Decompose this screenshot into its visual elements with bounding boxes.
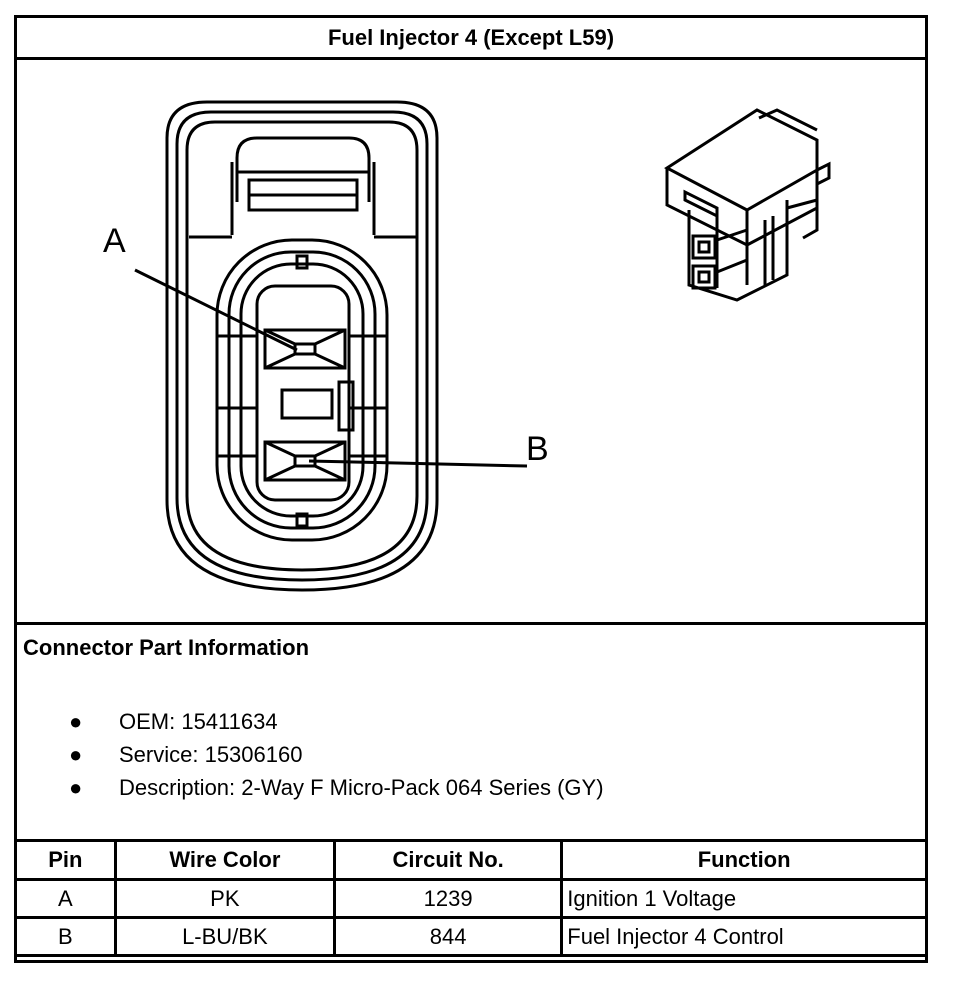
cell-pin: B (14, 916, 117, 957)
pin-label-a: A (103, 222, 126, 260)
bullet-icon: ● (69, 708, 83, 734)
cell-circuit-no: 844 (332, 916, 564, 957)
info-heading: Connector Part Information (23, 635, 310, 660)
cell-wire-color: PK (113, 878, 337, 919)
connector-part-info: Connector Part Information ● OEM: 1541163… (17, 622, 925, 842)
cell-function: Ignition 1 Voltage (560, 878, 928, 919)
list-item: ● Description: 2-Way F Micro-Pack 064 Ser… (69, 771, 604, 804)
pin-label-b: B (526, 430, 549, 468)
table-row: B L-BU/BK 844 Fuel Injector 4 Control (14, 916, 928, 957)
description: Description: 2-Way F Micro-Pack 064 Seri… (119, 774, 604, 800)
connector-sheet: Fuel Injector 4 (Except L59) (14, 15, 928, 963)
list-item: ● Service: 15306160 (69, 738, 604, 771)
header-function: Function (560, 839, 928, 881)
connector-face-view (134, 100, 831, 592)
cell-circuit-no: 1239 (332, 878, 564, 919)
oem-number: OEM: 15411634 (119, 708, 278, 734)
service-number: Service: 15306160 (119, 741, 303, 767)
cell-function: Fuel Injector 4 Control (560, 916, 928, 957)
bullet-icon: ● (69, 741, 83, 767)
part-info-list: ● OEM: 15411634 ● Service: 15306160 ● Descr… (69, 705, 604, 804)
header-circuit-no: Circuit No. (332, 839, 564, 881)
page-title: Fuel Injector 4 (Except L59) (17, 18, 925, 60)
header-wire-color: Wire Color (113, 839, 337, 881)
table-header-row: Pin Wire Color Circuit No. Function (14, 839, 928, 881)
cell-wire-color: L-BU/BK (113, 916, 337, 957)
cell-pin: A (14, 878, 117, 919)
table-row: A PK 1239 Ignition 1 Voltage (14, 878, 928, 919)
pin-table: Pin Wire Color Circuit No. Function A PK… (14, 839, 928, 957)
header-pin: Pin (14, 839, 117, 881)
connector-drawing: A B (17, 60, 925, 622)
bullet-icon: ● (69, 774, 83, 800)
list-item: ● OEM: 15411634 (69, 705, 604, 738)
